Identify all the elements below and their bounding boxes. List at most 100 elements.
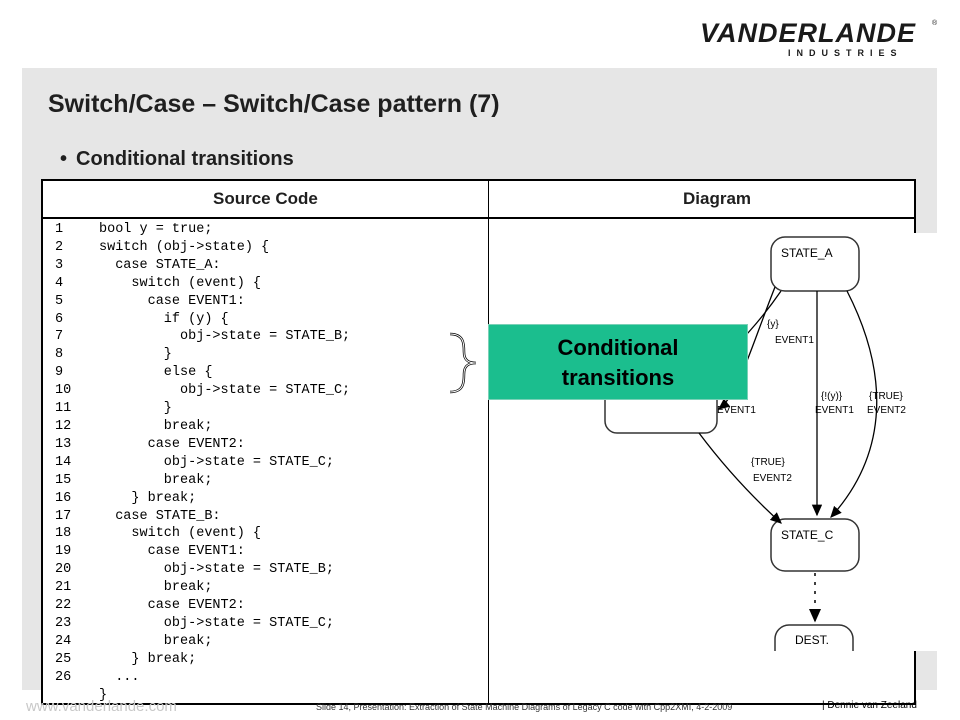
line-number: 6 — [55, 311, 64, 327]
code-text: switch (event) { — [99, 275, 262, 291]
line-number: 14 — [55, 454, 72, 470]
code-line: 18 switch (event) { — [55, 525, 350, 543]
line-number: 16 — [55, 490, 72, 506]
label-not-y-event: EVENT1 — [815, 405, 854, 416]
code-text: break; — [99, 580, 213, 596]
line-number: 22 — [55, 598, 72, 614]
transition-a-to-c-true — [830, 290, 878, 518]
line-number: 1 — [55, 222, 64, 237]
code-line: 8 } — [55, 346, 350, 364]
transition-b-to-c — [698, 432, 782, 524]
code-line: 13 case EVENT2: — [55, 436, 350, 454]
code-text: switch (event) { — [99, 526, 262, 542]
state-c-label: STATE_C — [781, 528, 834, 542]
label-else-event: EVENT1 — [717, 405, 756, 416]
code-line: 5 case EVENT1: — [55, 293, 350, 311]
label-true-guard-right: {TRUE} — [869, 391, 904, 402]
line-number: 19 — [55, 544, 72, 560]
line-number: 9 — [55, 365, 64, 381]
code-text: } — [99, 687, 108, 703]
code-text: case EVENT2: — [99, 598, 245, 614]
code-line: 12 break; — [55, 418, 350, 436]
code-text: ... — [99, 669, 140, 685]
state-a-node — [770, 236, 860, 292]
line-number: 18 — [55, 526, 72, 542]
line-number: 25 — [55, 651, 72, 667]
code-text: else { — [99, 365, 213, 381]
table-header: Source Code Diagram — [43, 181, 914, 219]
code-line: 24 break; — [55, 633, 350, 651]
code-text: } — [99, 401, 172, 417]
line-number: 3 — [55, 257, 64, 273]
code-text: bool y = true; — [99, 222, 213, 237]
code-text: break; — [99, 472, 213, 488]
code-text: obj->state = STATE_C; — [99, 383, 351, 399]
code-text: case EVENT1: — [99, 544, 245, 560]
bullet-dot-icon: • — [60, 148, 68, 170]
code-text: case EVENT2: — [99, 436, 245, 452]
code-line: 15 break; — [55, 472, 350, 490]
label-y-event: EVENT1 — [775, 335, 814, 346]
callout-line-1: Conditional — [557, 335, 679, 360]
code-line: 14 obj->state = STATE_C; — [55, 454, 350, 472]
code-text: case STATE_B: — [99, 508, 221, 524]
code-line: 25 } break; — [55, 651, 350, 669]
conditional-transitions-callout: Conditional transitions — [488, 324, 748, 400]
code-text: } break; — [99, 651, 197, 667]
code-line: 6 if (y) { — [55, 311, 350, 329]
code-line: 3 case STATE_A: — [55, 257, 350, 275]
state-c-node — [770, 518, 860, 572]
callout-line-2: transitions — [561, 365, 675, 390]
line-number: 12 — [55, 418, 72, 434]
line-number: 11 — [55, 401, 72, 417]
line-number: 4 — [55, 275, 64, 291]
header-source-code: Source Code — [213, 189, 318, 208]
footer-author: | Dennie van Zeeland — [822, 700, 917, 711]
logo-subtitle: INDUSTRIES — [788, 48, 903, 58]
label-true-event-left: EVENT2 — [753, 473, 792, 484]
bullet-item: • Conditional transitions — [60, 148, 294, 171]
header-diagram: Diagram — [683, 189, 752, 208]
code-line: 4 switch (event) { — [55, 275, 350, 293]
line-number: 13 — [55, 436, 72, 452]
code-line: 23 obj->state = STATE_C; — [55, 615, 350, 633]
code-line: 17 case STATE_B: — [55, 508, 350, 526]
state-a-label: STATE_A — [781, 246, 833, 260]
label-true-event-right: EVENT2 — [867, 405, 906, 416]
code-text: obj->state = STATE_C; — [99, 615, 334, 631]
code-text: obj->state = STATE_B; — [99, 562, 334, 578]
header-area — [0, 0, 960, 66]
diagram-canvas — [599, 233, 941, 651]
code-text: obj->state = STATE_C; — [99, 454, 334, 470]
dest-label: DEST. — [795, 633, 829, 647]
label-true-guard-left: {TRUE} — [751, 457, 786, 468]
code-text: } break; — [99, 490, 197, 506]
line-number: 20 — [55, 562, 72, 578]
line-number: 7 — [55, 329, 64, 345]
line-number: 23 — [55, 615, 72, 631]
line-number: 2 — [55, 239, 64, 255]
curly-brace-icon — [449, 332, 477, 394]
code-line: 26 ... — [55, 669, 350, 687]
line-number: 26 — [55, 669, 72, 685]
code-line: 16 } break; — [55, 490, 350, 508]
line-number: 21 — [55, 580, 72, 596]
code-text: case EVENT1: — [99, 293, 245, 309]
code-text: } — [99, 347, 172, 363]
line-number: 24 — [55, 633, 72, 649]
code-line: 9 else { — [55, 364, 350, 382]
label-y-guard: {y} — [767, 319, 779, 330]
code-line: 19 case EVENT1: — [55, 543, 350, 561]
code-line: 7 obj->state = STATE_B; — [55, 328, 350, 346]
line-number: 5 — [55, 293, 64, 309]
slide-title: Switch/Case – Switch/Case pattern (7) — [48, 90, 500, 118]
bullet-text: Conditional transitions — [76, 148, 294, 170]
code-text: break; — [99, 633, 213, 649]
footer-url: www.vanderlande.com — [26, 698, 177, 715]
code-line: 10 obj->state = STATE_C; — [55, 382, 350, 400]
line-number: 15 — [55, 472, 72, 488]
code-line: 21 break; — [55, 579, 350, 597]
code-line: 1 bool y = true; — [55, 221, 350, 239]
code-text: break; — [99, 418, 213, 434]
